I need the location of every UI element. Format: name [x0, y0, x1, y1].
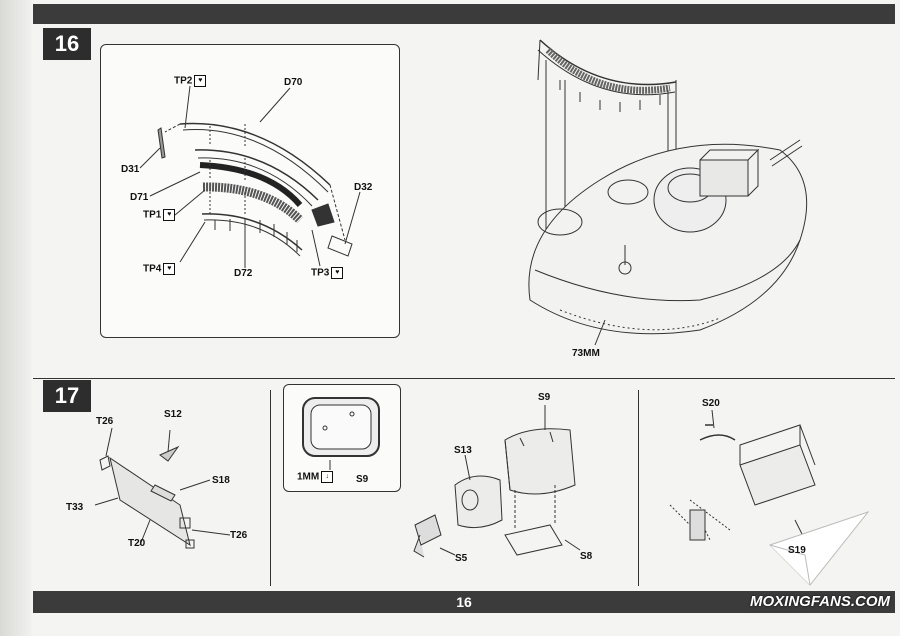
bottom-bar: 16	[33, 591, 895, 613]
label-d32: D32	[354, 182, 373, 193]
down-arrow-icon: ↓	[321, 471, 334, 483]
label-tp4: TP4♥	[143, 263, 176, 275]
label-t26-bottom: T26	[230, 530, 248, 541]
section-divider	[33, 378, 895, 379]
top-bar	[33, 4, 895, 24]
label-d72: D72	[234, 268, 253, 279]
label-tp3: TP3♥	[311, 267, 344, 279]
label-s8: S8	[580, 551, 593, 562]
detail-inset-railing	[100, 44, 400, 338]
label-t33: T33	[66, 502, 84, 513]
step-number-16: 16	[43, 28, 91, 60]
photo-etch-tag-icon: ♥	[331, 267, 344, 279]
label-s19: S19	[788, 545, 806, 556]
label-s20: S20	[702, 398, 720, 409]
label-s9-inset: S9	[356, 474, 369, 485]
watermark-logo: MOXINGFANS.COM	[749, 593, 890, 610]
photo-etch-tag-icon: ♥	[194, 75, 207, 87]
label-73mm: 73MM	[572, 348, 600, 359]
label-s12: S12	[164, 409, 182, 420]
photo-etch-tag-icon: ♥	[163, 209, 176, 221]
column-divider-1	[270, 390, 271, 586]
label-s18: S18	[212, 475, 230, 486]
photo-etch-tag-icon: ♥	[163, 263, 176, 275]
label-s9-box: S9	[538, 392, 551, 403]
step-number-17: 17	[43, 380, 91, 412]
binding-edge	[0, 0, 32, 636]
label-s5: S5	[455, 553, 468, 564]
label-t20: T20	[128, 538, 146, 549]
label-s13: S13	[454, 445, 472, 456]
label-tp2: TP2♥	[174, 75, 207, 87]
label-1mm: 1MM↓	[297, 471, 334, 483]
label-d70: D70	[284, 77, 303, 88]
label-t26-top: T26	[96, 416, 114, 427]
column-divider-2	[638, 390, 639, 586]
page-number: 16	[456, 594, 472, 610]
label-d31: D31	[121, 164, 140, 175]
label-tp1: TP1♥	[143, 209, 176, 221]
label-d71: D71	[130, 192, 149, 203]
